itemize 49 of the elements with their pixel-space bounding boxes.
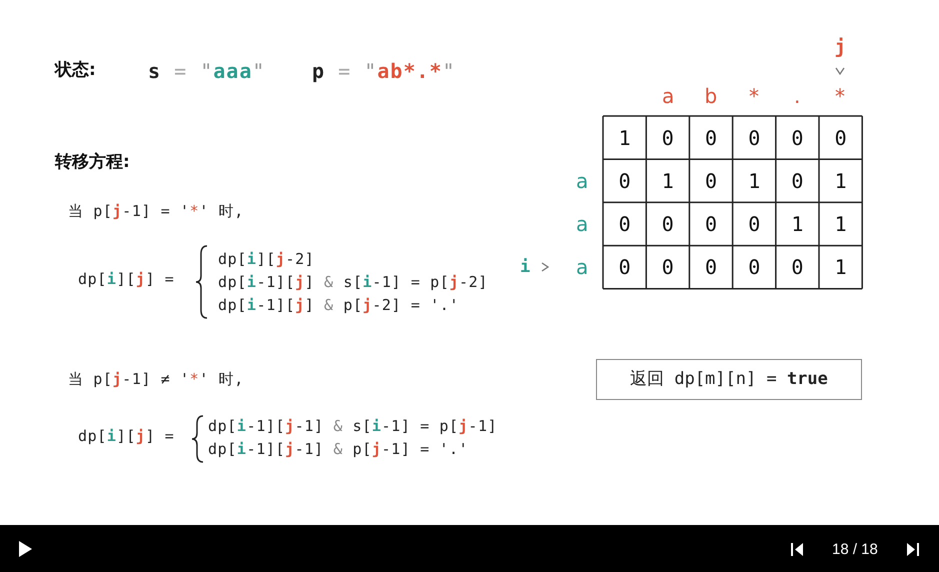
- formula-text: 当 p[j-1] = '*' 时,: [68, 204, 244, 219]
- column-header: a: [662, 86, 674, 106]
- column-header: *: [749, 86, 759, 106]
- table-cell: 0: [618, 257, 631, 278]
- table-cell: 0: [705, 170, 718, 191]
- column-header: *: [835, 86, 845, 106]
- table-cell: 0: [791, 170, 804, 191]
- slide-counter: 18 / 18: [832, 542, 878, 556]
- formula-text: dp[i-1][j] & p[j-2] = '.': [218, 298, 460, 313]
- table-cell: 0: [705, 128, 718, 148]
- row-header: a: [576, 214, 588, 234]
- formula-text: dp[i-1][j-1] & s[i-1] = p[j-1]: [208, 419, 498, 434]
- column-header: .: [794, 86, 800, 106]
- formula-text: dp[i-1][j-1] & p[j-1] = '.': [208, 442, 468, 457]
- table-cell: 0: [748, 214, 760, 234]
- table-cell: 0: [834, 128, 847, 148]
- formula-text: dp[i-1][j] & s[i-1] = p[j-2]: [218, 275, 488, 290]
- pointer-label: j: [834, 38, 846, 56]
- state-definition: p = "ab*.*": [312, 61, 456, 81]
- table-cell: 1: [618, 128, 631, 148]
- column-header: b: [704, 86, 718, 106]
- table-cell: 0: [662, 214, 674, 234]
- section-heading: 状态:: [55, 62, 96, 79]
- row-header: a: [576, 170, 588, 191]
- table-cell: 1: [662, 170, 674, 191]
- table-cell: 0: [705, 257, 718, 278]
- row-header: a: [576, 257, 588, 278]
- table-cell: 1: [834, 170, 847, 191]
- formula-text: dp[i][j] =: [78, 429, 174, 444]
- formula-text: 当 p[j-1] ≠ '*' 时,: [68, 372, 244, 387]
- table-cell: 0: [748, 128, 760, 148]
- result-box: 返回 dp[m][n] = true: [596, 359, 862, 400]
- table-cell: 0: [791, 257, 804, 278]
- table-cell: 0: [662, 257, 674, 278]
- table-cell: 0: [662, 128, 674, 148]
- section-heading: 转移方程:: [55, 154, 130, 171]
- table-cell: 1: [834, 257, 847, 278]
- table-cell: 0: [618, 214, 631, 234]
- table-cell: 0: [791, 128, 804, 148]
- table-cell: 0: [618, 170, 631, 191]
- table-cell: 1: [748, 170, 760, 191]
- table-cell: 0: [748, 257, 760, 278]
- formula-text: dp[i][j] =: [78, 272, 174, 287]
- formula-text: dp[i][j-2]: [218, 252, 314, 267]
- table-cell: 1: [791, 214, 804, 234]
- pointer-label: i: [520, 258, 530, 276]
- table-cell: 1: [834, 214, 847, 234]
- state-definition: s = "aaa": [148, 61, 266, 81]
- table-cell: 0: [705, 214, 718, 234]
